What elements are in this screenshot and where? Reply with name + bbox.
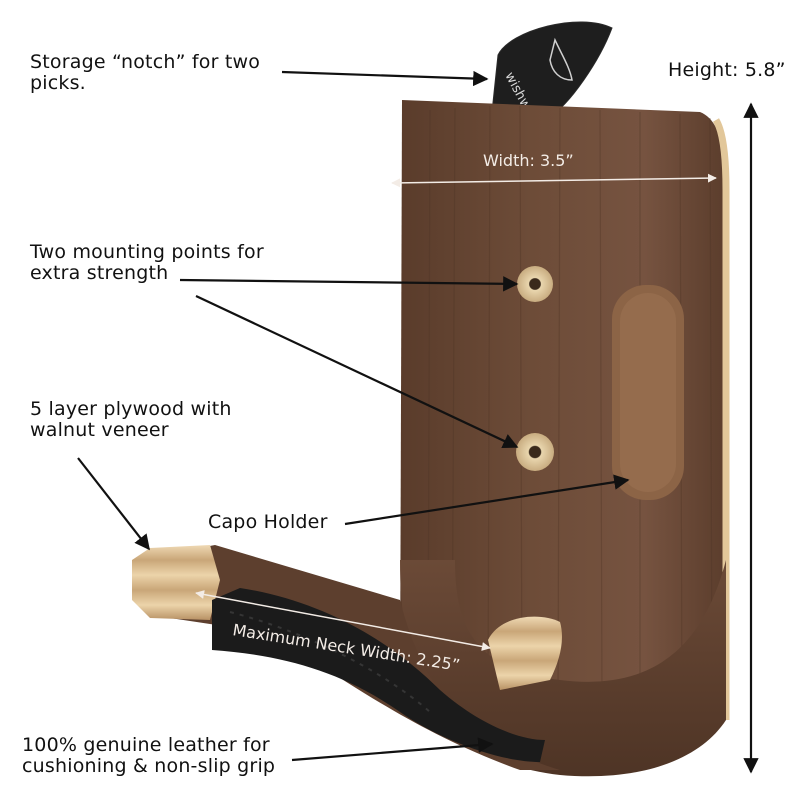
arrow-mount-top bbox=[179, 276, 519, 292]
label-leather: 100% genuine leather for cushioning & no… bbox=[22, 734, 276, 777]
arrow-plywood bbox=[77, 457, 150, 551]
width-label: Width: 3.5” bbox=[483, 151, 574, 170]
width-dimension-line bbox=[391, 173, 717, 188]
arrow-capo bbox=[344, 474, 630, 526]
arrow-storage bbox=[281, 70, 489, 87]
right-lip-plywood-edge bbox=[488, 616, 562, 690]
label-mounting-points: Two mounting points for extra strength bbox=[30, 241, 264, 284]
mounting-screw-top bbox=[517, 266, 553, 302]
mounting-screw-bottom bbox=[516, 433, 554, 471]
label-height: Height: 5.8” bbox=[668, 59, 786, 81]
label-storage-notch: Storage “notch” for two picks. bbox=[30, 51, 261, 94]
arrow-mount-bottom bbox=[195, 295, 519, 449]
neck-dimension-line bbox=[195, 590, 491, 651]
back-plate bbox=[400, 100, 726, 720]
arrow-leather bbox=[291, 737, 494, 762]
left-arm-plywood-edge bbox=[132, 545, 220, 620]
guitar-pick: wishw bbox=[491, 21, 613, 119]
label-capo-holder: Capo Holder bbox=[208, 511, 328, 533]
plate-edge bbox=[712, 118, 730, 720]
callout-arrows bbox=[77, 70, 759, 774]
label-plywood: 5 layer plywood with walnut veneer bbox=[30, 398, 232, 441]
